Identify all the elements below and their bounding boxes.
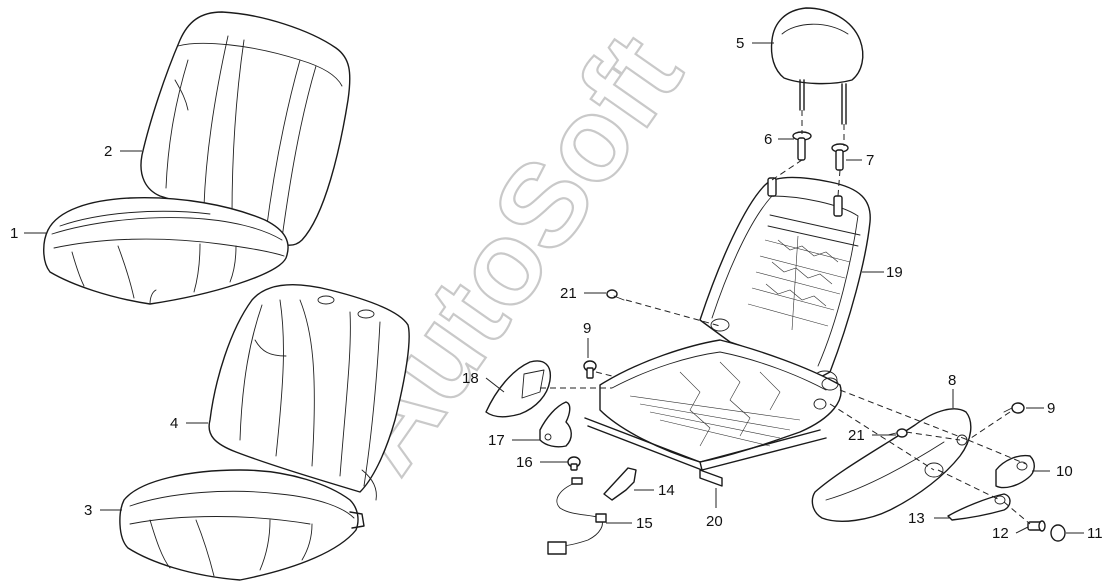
callout-15: 15 (636, 515, 653, 532)
part-4-seatback-pad (208, 284, 410, 501)
callout-16: 16 (516, 454, 533, 471)
callout-19: 19 (886, 264, 903, 281)
callout-18: 18 (462, 370, 479, 387)
callout-21a: 21 (560, 285, 577, 302)
leader-lines (24, 42, 1084, 534)
callout-5: 5 (736, 35, 744, 52)
callout-4: 4 (170, 415, 178, 432)
part-16-bolt (567, 456, 581, 471)
part-8-side-cover (811, 408, 972, 522)
part-12-screw (1027, 520, 1046, 532)
callout-10: 10 (1056, 463, 1073, 480)
callout-6: 6 (764, 131, 772, 148)
part-1-cushion-cover (43, 197, 289, 305)
part-17-bracket (539, 401, 572, 448)
assembly-lines (540, 110, 1031, 525)
callout-17: 17 (488, 432, 505, 449)
part-21-bolt-upper (606, 289, 625, 301)
part-6-headrest-guide (792, 131, 812, 161)
callout-11: 11 (1087, 525, 1103, 542)
callout-2: 2 (104, 143, 112, 160)
part-9-bolt-left (583, 360, 597, 379)
part-14-clip (603, 467, 637, 501)
part-19-seatback-frame (699, 176, 871, 390)
part-3-cushion-pad (119, 469, 365, 581)
part-10-recliner-cover (995, 454, 1035, 489)
part-15-wire-harness (547, 477, 607, 555)
callout-9b: 9 (1047, 400, 1055, 417)
callout-12: 12 (992, 525, 1009, 542)
callout-7: 7 (866, 152, 874, 169)
part-21-bolt-lower (887, 428, 908, 438)
callout-13: 13 (908, 510, 925, 527)
callout-3: 3 (84, 502, 92, 519)
callout-labels: 1 2 3 4 5 6 7 8 9 9 10 11 12 13 14 15 16… (10, 35, 1103, 542)
callout-21b: 21 (848, 427, 865, 444)
part-11-washer (1050, 524, 1066, 542)
callout-14: 14 (658, 482, 675, 499)
callout-1: 1 (10, 225, 18, 242)
part-7-headrest-guide (831, 143, 849, 171)
part-13-recliner-lever (947, 493, 1011, 521)
part-5-headrest (770, 7, 864, 125)
callout-9a: 9 (583, 320, 591, 337)
part-20-cushion-frame (584, 339, 842, 487)
callout-8: 8 (948, 372, 956, 389)
part-9-bolt-right (1003, 402, 1025, 414)
part-18-front-cover (485, 360, 552, 418)
callout-20: 20 (706, 513, 723, 530)
